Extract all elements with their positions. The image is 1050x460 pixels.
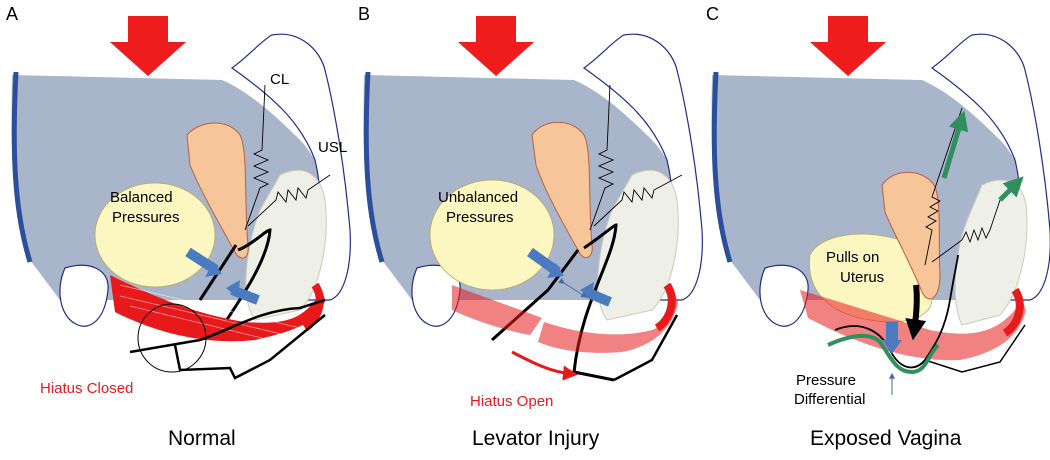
uterus bbox=[531, 121, 593, 259]
cardinal-ligament-spring bbox=[589, 84, 615, 231]
differential-arrow-blue bbox=[886, 322, 898, 340]
hiatus-label: Hiatus Closed bbox=[40, 380, 133, 397]
usl-label: USL bbox=[318, 139, 347, 156]
push-arrow bbox=[547, 263, 564, 278]
pressure-arrow-down bbox=[810, 16, 886, 76]
bladder bbox=[429, 179, 555, 291]
panel-c: C Pulls on Uterus Pressure Differential … bbox=[706, 4, 1050, 450]
hiatus-circle bbox=[137, 303, 207, 373]
uterus-pull-arrow bbox=[905, 284, 927, 341]
uterosacral-ligament-spring bbox=[593, 174, 683, 227]
levator-muscle-torn bbox=[452, 285, 542, 335]
pressure-arrow-down bbox=[110, 16, 186, 76]
uterus bbox=[881, 171, 941, 300]
differential-label-line-2: Differential bbox=[794, 391, 865, 408]
uterosacral-ligament-spring bbox=[931, 199, 1001, 263]
bladder bbox=[94, 182, 216, 288]
ligament-pull-arrow bbox=[941, 110, 969, 179]
panel-caption: Levator Injury bbox=[472, 427, 600, 450]
pressure-label-line-1: Balanced bbox=[110, 189, 173, 206]
push-arrow bbox=[205, 262, 222, 277]
rectum bbox=[597, 169, 679, 321]
perineum-outline bbox=[129, 298, 326, 380]
pressure-label-line-2: Pressures bbox=[446, 209, 514, 226]
cl-label: CL bbox=[270, 71, 289, 88]
vaginal-wall bbox=[218, 228, 272, 331]
gap-arrow bbox=[558, 277, 588, 298]
hiatus-open-arrow bbox=[511, 350, 578, 381]
panel-caption: Exposed Vagina bbox=[810, 427, 962, 450]
uterus-label-line-2: Uterus bbox=[840, 269, 884, 286]
uterosacral-ligament-spring bbox=[247, 174, 331, 227]
panel-b: B Unbalanced Pressures Hiatus Open Levat… bbox=[358, 4, 702, 450]
panel-letter: C bbox=[706, 4, 719, 24]
panel-caption: Normal bbox=[168, 427, 236, 450]
ligament-pull-arrow bbox=[998, 176, 1024, 202]
pressure-label-line-2: Pressures bbox=[112, 209, 180, 226]
push-arrow bbox=[226, 280, 240, 298]
rectum bbox=[245, 169, 327, 321]
levator-muscle-torn bbox=[538, 292, 678, 353]
cardinal-ligament-spring bbox=[924, 107, 963, 266]
panel-letter: B bbox=[358, 4, 370, 24]
cardinal-ligament-spring bbox=[244, 84, 270, 231]
differential-label-line-1: Pressure bbox=[796, 372, 856, 389]
panel-letter: A bbox=[6, 4, 18, 24]
uterus-label-line-1: Pulls on bbox=[826, 249, 879, 266]
exposed-vaginal-wall bbox=[827, 333, 940, 375]
pressure-label-line-1: Unbalanced bbox=[438, 189, 518, 206]
hiatus-label: Hiatus Open bbox=[470, 393, 553, 410]
panel-a: A CL USL Balanced Pressures Hiatus Close bbox=[6, 4, 350, 450]
levator-muscle bbox=[110, 275, 325, 342]
pressure-arrow-down bbox=[458, 16, 534, 76]
